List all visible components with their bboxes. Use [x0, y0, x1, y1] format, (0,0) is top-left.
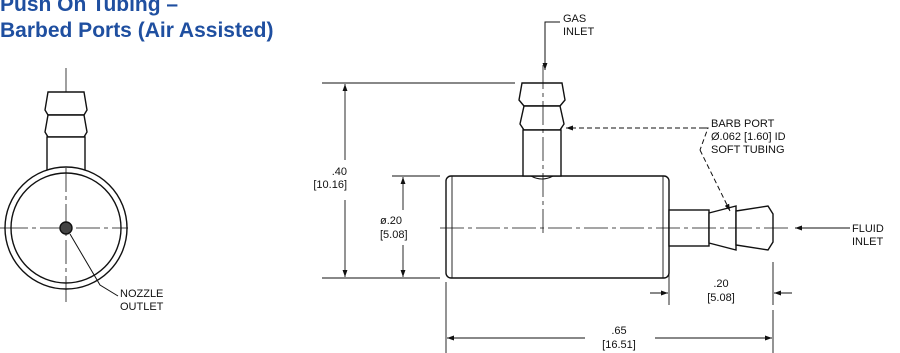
diagram-title-line-1: Push On Tubing –: [0, 0, 179, 16]
gas-inlet-label-2: INLET: [563, 26, 594, 38]
fluid-inlet-label-1: FLUID: [852, 223, 884, 235]
gas-inlet-label-1: GAS: [563, 13, 586, 25]
barb-port-label-3: SOFT TUBING: [711, 144, 785, 156]
nozzle-outlet-label-2: OUTLET: [120, 301, 164, 313]
body-diameter-value: ø.20: [380, 215, 402, 227]
barb-port-label-2: Ø.062 [1.60] ID: [711, 131, 786, 143]
fluid-inlet-label-2: INLET: [852, 236, 883, 248]
overall-length-value: .65: [611, 325, 626, 337]
overall-length-metric: [16.51]: [602, 339, 636, 351]
barb-port-callout: [566, 125, 731, 212]
end-view: [0, 68, 128, 302]
dimension-overall-length: [445, 282, 774, 353]
dimension-body-diameter: [392, 175, 440, 277]
side-view: [440, 65, 790, 279]
barb-length-value: .20: [713, 278, 728, 290]
diagram-title-line-2: Barbed Ports (Air Assisted): [0, 19, 274, 42]
barb-length-metric: [5.08]: [707, 292, 735, 304]
gas-inlet-callout: [542, 21, 560, 70]
barb-port-label-1: BARB PORT: [711, 118, 775, 130]
body-diameter-metric: [5.08]: [380, 229, 408, 241]
dimension-barb-length: [650, 260, 792, 305]
overall-height-value: .40: [332, 166, 347, 178]
dimension-overall-height: [322, 82, 515, 279]
nozzle-outlet-label-1: NOZZLE: [120, 288, 163, 300]
overall-height-metric: [10.16]: [313, 179, 347, 191]
